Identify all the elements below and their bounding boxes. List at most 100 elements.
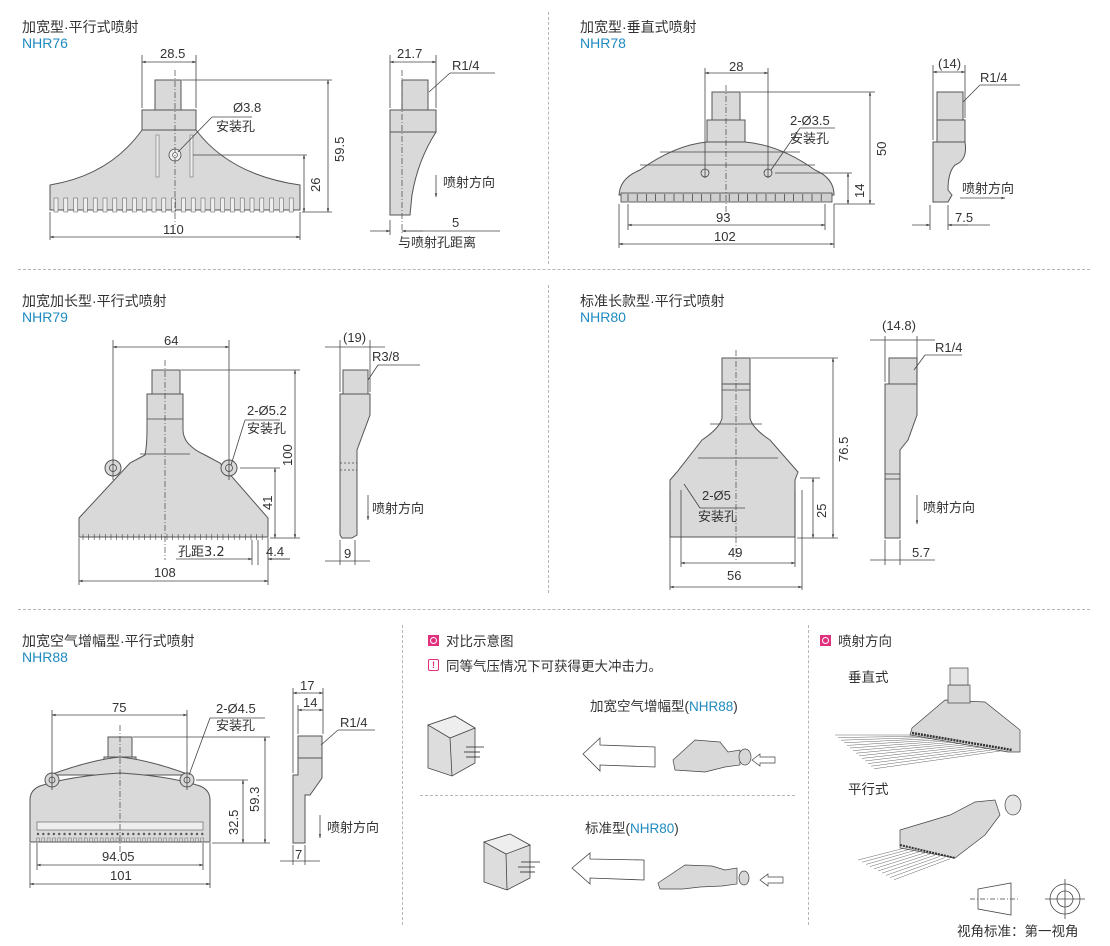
nozzle-hole-dot (164, 832, 167, 836)
separator (18, 269, 1090, 270)
nozzle-hole-dot (148, 832, 151, 836)
nozzle-hole-dot (36, 832, 40, 836)
nozzle-hole-dot (126, 832, 130, 836)
compare-note-text: 同等气压情况下可获得更大冲击力。 (446, 659, 662, 674)
dim-top-width: 75 (112, 700, 126, 715)
nozzle-tooth (73, 197, 78, 213)
dim-edge: 4.4 (266, 544, 284, 559)
dim-hole-height: 14 (852, 184, 867, 198)
nozzle-tooth (259, 197, 265, 213)
compare-heading-text: 对比示意图 (446, 634, 514, 649)
cube-icon (482, 833, 531, 891)
separator (18, 609, 1090, 610)
dim-hole-label: 安装孔 (216, 719, 255, 734)
dim-hole-label: 安装孔 (790, 132, 829, 147)
dim-thread: R1/4 (935, 340, 962, 355)
parallel-label: 平行式 (848, 782, 889, 797)
nozzle-tooth (132, 197, 137, 213)
dim-top-width: 64 (164, 333, 178, 348)
nhr78-title: 加宽型·垂直式喷射 (580, 19, 697, 35)
nhr79-front-view (78, 340, 300, 585)
dim-hole-label: 安装孔 (247, 422, 286, 437)
nhr88-title: 加宽空气增幅型·平行式喷射 (22, 633, 195, 649)
nhr76-side-view (370, 55, 500, 235)
nhr78-drawing: 28 2-Ø3.5 安装孔 50 14 93 102 (14) R1/4 喷射方… (618, 56, 1020, 248)
dim-hole: Ø3.8 (233, 100, 261, 115)
dim-hole: 2-Ø5 (702, 488, 731, 503)
nozzle-hole-dot (174, 832, 177, 836)
separator (402, 625, 403, 925)
nozzle-hole-dot (47, 832, 50, 836)
separator (420, 795, 795, 796)
dim-height: 50 (874, 142, 889, 156)
cube-icon (427, 715, 476, 777)
dim-side-width: (19) (343, 330, 366, 345)
nozzle-tooth (181, 197, 186, 213)
nozzle-tooth (171, 197, 176, 213)
nozzle-hole-dot (52, 832, 56, 836)
nozzle-tooth (200, 197, 206, 213)
nhr76-front-view (49, 55, 332, 240)
nhr88-side-view (280, 688, 375, 865)
compare-heading: 对比示意图 (428, 630, 514, 650)
nozzle-hole-dot (158, 832, 162, 836)
dim-hole-label: 安装孔 (698, 510, 737, 525)
nozzle-hole-dot (58, 832, 61, 836)
spray-direction-label: 喷射方向 (372, 501, 424, 517)
dim-top-width: 28.5 (160, 46, 185, 61)
nhr79-drawing: 64 2-Ø5.2 安装孔 100 41 孔距3.2 4.4 108 (19) … (78, 330, 424, 585)
nozzle-hole-dot (105, 832, 109, 836)
dim-hole-height: 41 (260, 496, 275, 510)
spray-direction-label: 喷射方向 (327, 820, 379, 836)
nozzle-hole-dot (95, 832, 98, 836)
nhr79-model: NHR79 (22, 309, 68, 325)
nozzle-hole-dot (63, 832, 66, 836)
dim-height: 59.3 (247, 787, 262, 812)
spray-direction-label: 喷射方向 (923, 500, 975, 516)
dim-height: 76.5 (836, 437, 851, 462)
nozzle-hole-dot (73, 832, 77, 836)
nhr79-title: 加宽加长型·平行式喷射 (22, 293, 167, 309)
dim-pitch: 孔距3.2 (178, 545, 225, 560)
exclamation-icon: ! (428, 659, 439, 671)
nozzle-hole-dot (137, 832, 140, 836)
nozzle-nhr88-icon (672, 739, 752, 773)
dim-thickness: 5.7 (912, 545, 930, 560)
nozzle-tooth (190, 197, 196, 213)
dim-hole-height: 25 (814, 504, 829, 518)
nhr79-side-view (325, 340, 420, 565)
nozzle-tooth (161, 197, 167, 213)
spray-direction-label: 喷射方向 (443, 175, 495, 191)
dim-thread: R1/4 (980, 70, 1007, 85)
dim-width: 101 (110, 868, 132, 883)
dim-height: 100 (280, 444, 295, 466)
dim-width: 102 (714, 229, 736, 244)
dim-width: 56 (727, 568, 741, 583)
nozzle-tooth (141, 197, 147, 213)
dim-side-outer: 17 (300, 678, 314, 693)
dim-offset-label: 与喷射孔距离 (398, 235, 476, 251)
nozzle-hole-dot (121, 832, 125, 836)
nhr76-model: NHR76 (22, 35, 68, 51)
nozzle-tooth (92, 197, 98, 213)
nozzle-tooth (269, 197, 274, 213)
dim-thread: R1/4 (452, 58, 479, 73)
compare-row1-label: 加宽空气增幅型(NHR88) (590, 699, 738, 714)
nhr76-title: 加宽型·平行式喷射 (22, 19, 139, 35)
dim-offset: 7.5 (955, 210, 973, 225)
large-arrow-icon (571, 852, 645, 885)
direction-heading: 喷射方向 (820, 630, 892, 650)
direction-heading-text: 喷射方向 (838, 634, 892, 649)
circle-marker-icon (428, 634, 439, 646)
nozzle-hole-dot (111, 832, 114, 836)
separator (548, 285, 549, 593)
dim-hole-height: 26 (308, 178, 323, 192)
dim-width: 108 (154, 565, 176, 580)
nozzle-tooth (63, 197, 69, 213)
nozzle-hole-dot (100, 832, 103, 836)
nozzle-tooth (122, 197, 127, 213)
spray-direction-label: 喷射方向 (962, 181, 1014, 197)
nozzle-tooth (112, 197, 118, 213)
nhr88-front-view (29, 710, 270, 888)
nozzle-hole-dot (179, 832, 183, 836)
